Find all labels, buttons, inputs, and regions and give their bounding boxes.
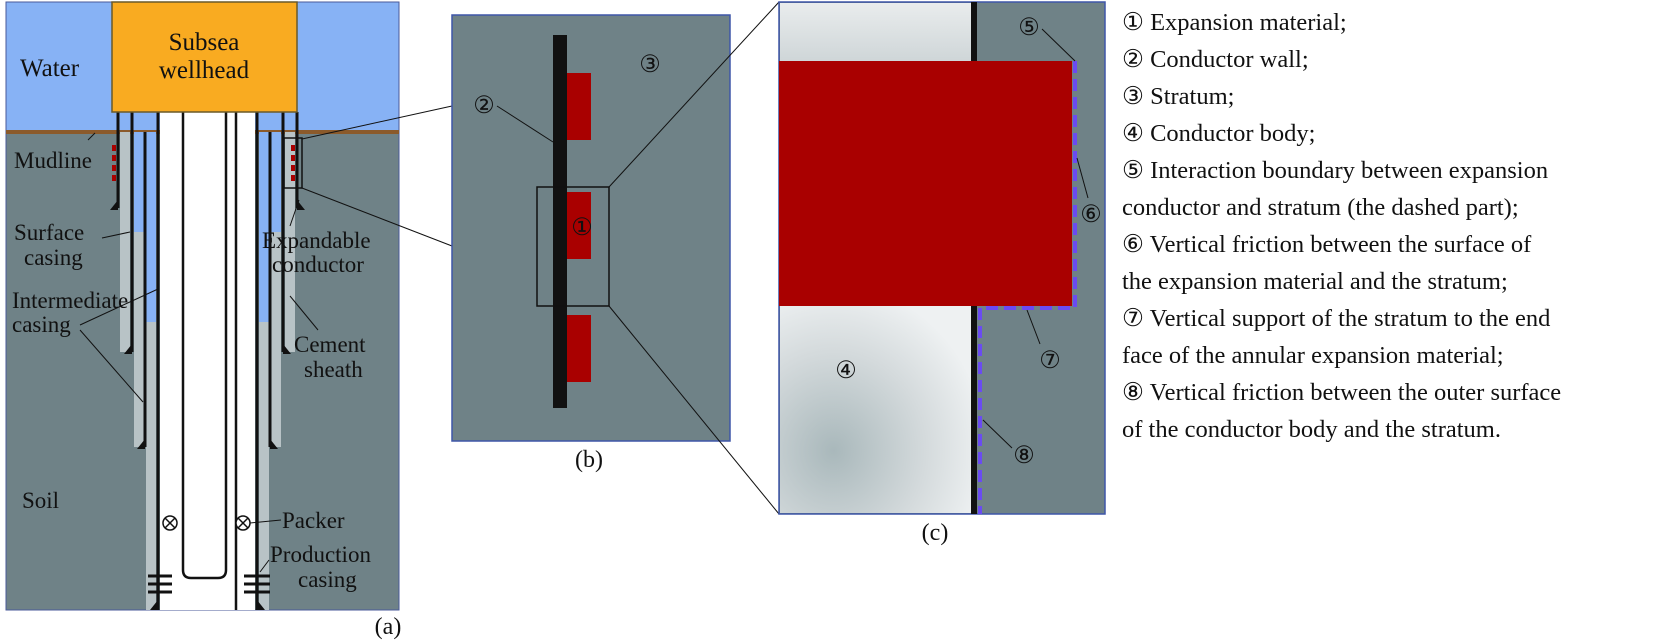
legend-item-7-cont: face of the annular expansion material; bbox=[1122, 342, 1504, 369]
mark-1-b: ① bbox=[571, 215, 593, 241]
annulus-left-2 bbox=[146, 232, 156, 322]
expansion-block-b-3 bbox=[567, 315, 591, 382]
cement-sheath-label-1: Cement bbox=[294, 332, 366, 357]
legend-item-3: ③ Stratum; bbox=[1122, 83, 1235, 110]
panel-a: Subsea wellhead Water Mudline Surface ca… bbox=[5, 1, 402, 640]
mark-5-c: ⑤ bbox=[1018, 15, 1040, 41]
intermediate-leader-1 bbox=[79, 288, 159, 326]
cement-sheath-right bbox=[285, 132, 295, 352]
expansion-block-b-2 bbox=[567, 192, 591, 259]
cement-sheath-left bbox=[120, 132, 130, 352]
mark-3-b: ③ bbox=[639, 52, 661, 78]
intermediate-casing-label-1: Intermediate bbox=[12, 288, 128, 313]
production-casing-label-2: casing bbox=[298, 567, 357, 592]
panel-c-caption: (c) bbox=[922, 520, 949, 546]
cement-sheath-right-2 bbox=[271, 132, 281, 447]
legend-item-5: ⑤ Interaction boundary between expansion bbox=[1122, 157, 1549, 184]
mudline-leader bbox=[87, 132, 96, 141]
expandable-conductor-leader bbox=[289, 199, 300, 227]
legend-item-6: ⑥ Vertical friction between the surface … bbox=[1122, 231, 1532, 258]
intermediate-leader-2 bbox=[79, 329, 144, 403]
mark-2-leader bbox=[496, 105, 554, 143]
zoom-line-bc-bottom bbox=[608, 305, 780, 515]
packer-leader bbox=[249, 519, 282, 524]
water-label: Water bbox=[20, 55, 80, 82]
zoom-line-ab-bottom bbox=[301, 187, 453, 247]
legend-item-4: ④ Conductor body; bbox=[1122, 120, 1316, 147]
legend-item-1: ① Expansion material; bbox=[1122, 9, 1347, 36]
legend-item-2: ② Conductor wall; bbox=[1122, 46, 1309, 73]
packer-left bbox=[162, 515, 178, 531]
surface-shoe-left bbox=[124, 344, 132, 354]
panel-a-caption: (a) bbox=[375, 614, 402, 640]
expandable-conductor-label-2: conductor bbox=[272, 252, 364, 277]
conductor-wall-b bbox=[553, 35, 567, 408]
legend-item-8: ⑧ Vertical friction between the outer su… bbox=[1122, 379, 1562, 406]
conductor-shoe-right bbox=[297, 200, 305, 210]
cement-sheath-leader bbox=[289, 295, 319, 331]
expandable-conductor-label-1: Expandable bbox=[262, 228, 371, 253]
expansion-material-c bbox=[779, 61, 1072, 306]
surface-shoe-right bbox=[283, 344, 291, 354]
mark-4-c: ④ bbox=[835, 358, 857, 384]
mark-6-leader bbox=[1076, 157, 1089, 199]
conductor-body-bottom bbox=[780, 306, 971, 513]
legend: ① Expansion material; ② Conductor wall; … bbox=[1122, 4, 1652, 448]
intermediate-shoe-left bbox=[137, 439, 145, 449]
legend-item-8-cont: of the conductor body and the stratum. bbox=[1122, 416, 1501, 443]
soil-label: Soil bbox=[22, 488, 59, 513]
perforations-right bbox=[244, 574, 270, 594]
tubing bbox=[181, 112, 228, 580]
cement-sheath-right-3 bbox=[259, 132, 269, 610]
production-casing-label-1: Production bbox=[270, 542, 371, 567]
mark-8-leader bbox=[982, 419, 1013, 449]
annulus-right-2 bbox=[259, 232, 269, 322]
mark-6-c: ⑥ bbox=[1080, 202, 1102, 228]
zoom-line-ab-top bbox=[301, 105, 453, 140]
surface-casing-label-2: casing bbox=[24, 245, 83, 270]
wellhead-label-line2: wellhead bbox=[159, 57, 250, 84]
mark-2-b: ② bbox=[473, 93, 495, 119]
panel-c: ④ ⑤ ⑥ ⑦ ⑧ (c) bbox=[778, 1, 1106, 546]
subsea-wellhead bbox=[111, 1, 298, 113]
interaction-boundary-dashed bbox=[978, 61, 1077, 514]
intermediate-casing-label-2: casing bbox=[12, 312, 71, 337]
detail-box-b bbox=[536, 186, 610, 307]
mudline-label: Mudline bbox=[14, 148, 92, 173]
production-shoe-left bbox=[150, 600, 158, 610]
packer-label: Packer bbox=[282, 508, 345, 533]
conductor-body-top bbox=[780, 3, 971, 61]
legend-item-6-cont: the expansion material and the stratum; bbox=[1122, 268, 1508, 295]
mark-7-leader bbox=[1026, 309, 1041, 345]
conductor-shoe-left bbox=[110, 200, 118, 210]
production-casing-leader bbox=[259, 559, 270, 573]
surface-casing-leader bbox=[101, 231, 131, 239]
intermediate-shoe-right bbox=[270, 439, 278, 449]
surface-casing-label-1: Surface bbox=[14, 220, 84, 245]
wellhead-label-line1: Subsea bbox=[169, 29, 240, 56]
perforations-left bbox=[148, 574, 172, 594]
expansion-block-b-1 bbox=[567, 73, 591, 140]
mark-8-c: ⑧ bbox=[1013, 443, 1035, 469]
cement-sheath-left-2 bbox=[134, 132, 144, 447]
legend-item-5-cont: conductor and stratum (the dashed part); bbox=[1122, 194, 1519, 221]
production-shoe-right bbox=[257, 600, 265, 610]
panel-b: ① ② ③ (b) bbox=[451, 14, 731, 473]
legend-item-7: ⑦ Vertical support of the stratum to the… bbox=[1122, 305, 1551, 332]
mark-7-c: ⑦ bbox=[1039, 348, 1061, 374]
cement-sheath-left-3 bbox=[146, 132, 156, 610]
packer-right bbox=[235, 515, 251, 531]
cement-sheath-label-2: sheath bbox=[304, 357, 363, 382]
mark-5-leader bbox=[1041, 28, 1076, 62]
panel-b-caption: (b) bbox=[575, 447, 603, 473]
zoom-line-bc-top bbox=[608, 1, 780, 188]
